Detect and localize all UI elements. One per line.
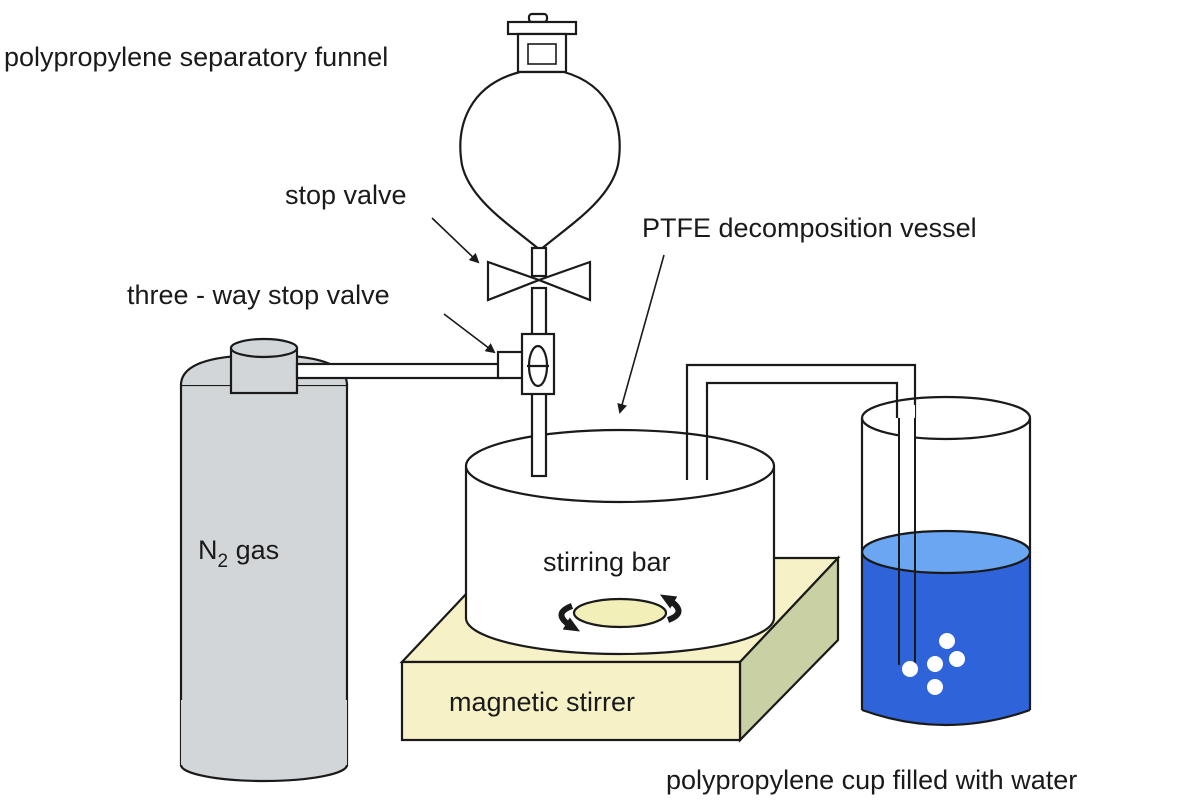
bubble: [949, 651, 965, 667]
stop-valve-arrow: [431, 217, 480, 264]
stop-valve: [486, 260, 592, 302]
stopper-knob: [527, 12, 549, 24]
stirring-bar-shape: [572, 597, 668, 629]
three-way-stop-valve: [496, 332, 556, 396]
funnel-label: polypropylene separatory funnel: [4, 42, 388, 72]
stirrer-front: [400, 660, 742, 742]
stirring-bar: [558, 594, 682, 632]
cup-label: polypropylene cup filled with water: [666, 765, 1077, 795]
stirring-bar-label: stirring bar: [543, 547, 671, 577]
vessel-arrow: [617, 254, 665, 414]
vessel-label: PTFE decomposition vessel: [642, 213, 977, 243]
gas-tube: [295, 362, 504, 380]
cup-rim: [860, 395, 1032, 441]
gas-label-subscript: 2: [218, 551, 229, 572]
stirrer-label: magnetic stirrer: [449, 687, 635, 717]
three-way-valve-label: three - way stop valve: [127, 280, 390, 310]
rotation-arrow-left: [558, 603, 581, 632]
bubble: [927, 679, 943, 695]
stop-valve-label: stop valve: [285, 180, 407, 210]
cylinder-cap: [229, 337, 299, 359]
gas-label: N2 gas: [198, 535, 279, 572]
gas-label-main: N: [198, 535, 218, 565]
stopper-cap: [506, 20, 578, 36]
vessel-lid: [464, 428, 776, 504]
gas-label-suffix: gas: [228, 535, 279, 565]
bubble: [939, 633, 955, 649]
feed-tube: [530, 286, 548, 478]
three-way-valve-arrow: [443, 313, 496, 354]
n2-gas-cylinder: [179, 337, 349, 783]
rotation-arrow-right: [659, 594, 682, 623]
gas-line: [295, 362, 504, 380]
funnel-bulb: [459, 70, 621, 252]
water-surface: [860, 529, 1032, 575]
bubble: [927, 656, 943, 672]
water-cup: [860, 395, 1032, 727]
separatory-funnel: [459, 12, 621, 278]
bubble: [902, 661, 918, 677]
